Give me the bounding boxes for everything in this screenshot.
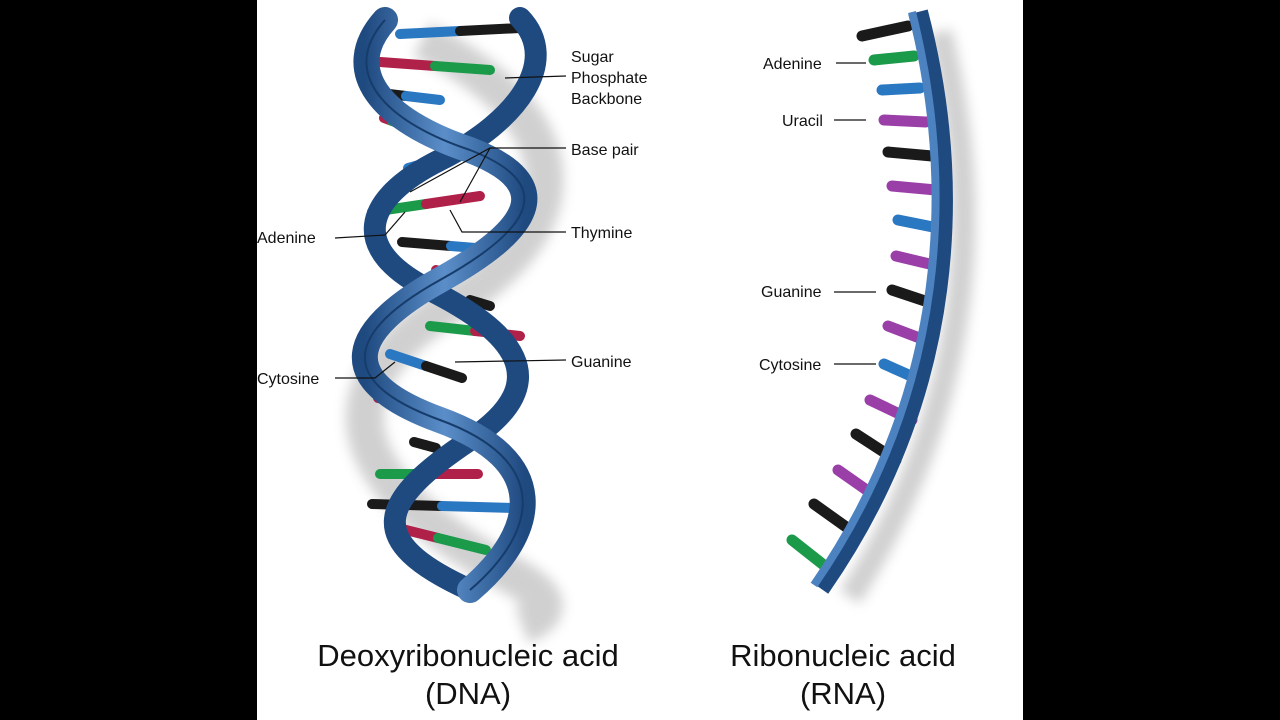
dna-base-thymine — [375, 57, 440, 71]
dna-base-cytosine — [395, 26, 465, 39]
leader-cytosine-dna — [335, 361, 396, 379]
dna-helix — [345, 7, 564, 643]
dna-base-adenine — [430, 61, 495, 75]
label-sugar: Sugar — [571, 49, 614, 66]
label-phosphate: Phosphate — [571, 70, 648, 87]
dna-base-guanine — [421, 361, 467, 383]
rna-base-uracil — [878, 114, 932, 128]
rna-backbone-highlight — [810, 11, 940, 588]
dna-base-cytosine — [437, 501, 517, 513]
caption-dna-abbrev: (DNA) — [425, 676, 511, 711]
caption-rna-abbrev: (RNA) — [800, 676, 886, 711]
dna-base-guanine — [420, 440, 441, 453]
rna-base-guanine — [856, 20, 914, 42]
label-guanine-dna: Guanine — [571, 354, 632, 371]
label-guanine-rna: Guanine — [761, 284, 822, 301]
dna-base-guanine — [397, 237, 456, 251]
caption-dna-name: Deoxyribonucleic acid — [317, 638, 619, 673]
label-backbone: Backbone — [571, 91, 642, 108]
leader-adenine-dna — [334, 211, 406, 239]
label-base-pair: Base pair — [571, 142, 639, 159]
rna-base-guanine — [882, 146, 938, 162]
leader-base-pair-2 — [459, 147, 491, 203]
dna-base-guanine — [475, 298, 495, 311]
dna-base-cytosine — [385, 349, 431, 371]
label-uracil: Uracil — [782, 113, 823, 130]
dna-base-cytosine — [401, 91, 445, 105]
leader-thymine — [449, 209, 566, 233]
label-adenine-rna: Adenine — [763, 56, 822, 73]
rna-labels: Adenine Uracil Guanine Cytosine — [759, 56, 876, 374]
dna-base-adenine — [433, 533, 491, 555]
rna-shadow — [839, 29, 976, 604]
dna-base-guanine — [455, 23, 525, 36]
label-adenine-dna: Adenine — [257, 230, 316, 247]
dna-base-thymine — [421, 191, 485, 209]
rna-backbone — [811, 9, 953, 594]
rna-strand — [786, 9, 976, 604]
label-cytosine-dna: Cytosine — [257, 371, 319, 388]
dna-strand-front-edge — [363, 19, 526, 591]
label-cytosine-rna: Cytosine — [759, 357, 821, 374]
leader-sugar-backbone — [504, 75, 567, 79]
rna-base-cytosine — [876, 82, 926, 96]
dna-base-adenine — [425, 321, 480, 336]
caption-rna-name: Ribonucleic acid — [730, 638, 956, 673]
leader-guanine-dna — [454, 359, 567, 363]
label-thymine-dna: Thymine — [571, 225, 632, 242]
dna-labels: Sugar Phosphate Backbone Base pair Thymi… — [257, 49, 648, 388]
captions: Deoxyribonucleic acid (DNA) Ribonucleic … — [317, 638, 956, 711]
rna-base-adenine — [868, 50, 920, 66]
rna-base-uracil — [886, 180, 942, 196]
